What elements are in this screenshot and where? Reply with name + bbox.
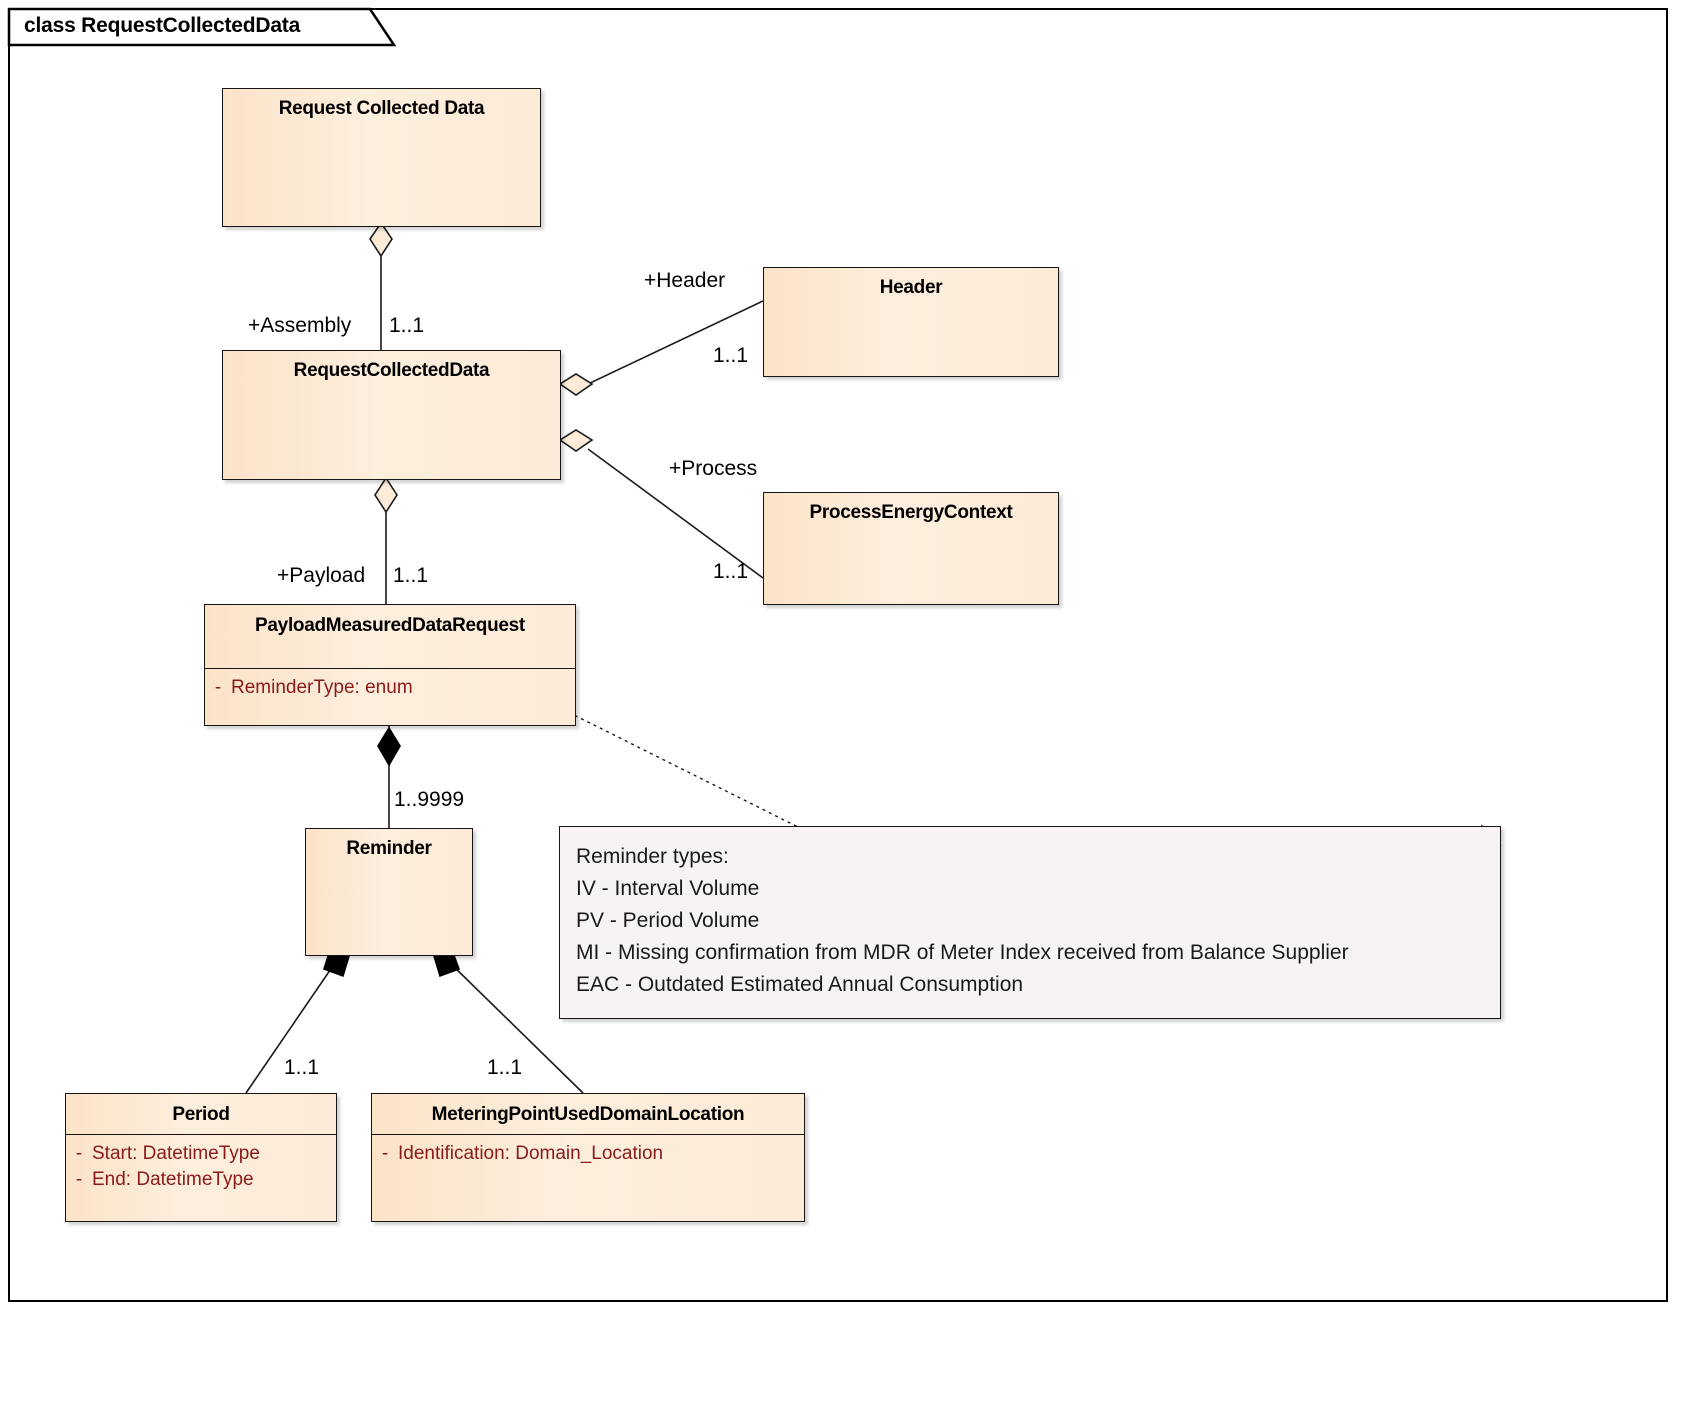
label-payload-multiplicity: 1..1 [393,564,429,587]
attributes-compartment: - ReminderType: enum [205,668,575,708]
note-line: IV - Interval Volume [576,877,760,900]
attribute-visibility: - [214,677,222,698]
class-metering-point-used-domain-location[interactable]: MeteringPointUsedDomainLocation - Identi… [371,1093,805,1222]
class-header[interactable]: Header [763,267,1059,377]
label-header-role: +Header [644,269,726,292]
note-line: PV - Period Volume [576,909,760,932]
note-line: Reminder types: [576,845,729,868]
attribute-row: - Identification: Domain_Location [372,1141,804,1167]
attribute-row: - End: DatetimeType [66,1167,336,1193]
label-mpudl-multiplicity: 1..1 [487,1056,523,1079]
note-reminder-types[interactable]: Reminder types: IV - Interval Volume PV … [559,826,1501,1019]
attribute-signature: Start: DatetimeType [92,1143,260,1164]
attribute-row: - Start: DatetimeType [66,1141,336,1167]
class-request-collected-data[interactable]: RequestCollectedData [222,350,561,480]
frame-title-label: class RequestCollectedData [24,14,301,37]
attribute-visibility: - [381,1143,389,1164]
class-title: MeteringPointUsedDomainLocation [431,1104,745,1125]
diagram-frame [8,8,1668,1302]
class-title: Request Collected Data [278,98,485,119]
note-line: EAC - Outdated Estimated Annual Consumpt… [576,973,1024,996]
label-payload-role: +Payload [277,564,366,587]
attributes-compartment: - Identification: Domain_Location [372,1134,804,1174]
attribute-visibility: - [75,1143,83,1164]
class-period[interactable]: Period - Start: DatetimeType - End: Date… [65,1093,337,1222]
class-title: ProcessEnergyContext [809,502,1013,523]
label-assembly-role: +Assembly [248,314,352,337]
attribute-signature: End: DatetimeType [92,1169,254,1190]
label-process-multiplicity: 1..1 [713,560,749,583]
label-process-role: +Process [669,457,758,480]
class-title: Reminder [346,838,432,859]
attributes-compartment: - Start: DatetimeType - End: DatetimeTyp… [66,1134,336,1200]
class-process-energy-context[interactable]: ProcessEnergyContext [763,492,1059,605]
note-body: Reminder types: IV - Interval Volume PV … [560,827,1500,1011]
note-line: MI - Missing confirmation from MDR of Me… [576,941,1349,964]
attribute-row: - ReminderType: enum [205,675,575,701]
class-title: Period [172,1104,230,1125]
label-header-multiplicity: 1..1 [713,344,749,367]
attribute-signature: ReminderType: enum [231,677,413,698]
class-title: Header [879,277,943,298]
class-reminder[interactable]: Reminder [305,828,473,956]
label-period-multiplicity: 1..1 [284,1056,320,1079]
class-title: PayloadMeasuredDataRequest [255,615,525,636]
attribute-visibility: - [75,1169,83,1190]
class-payload-measured-data-request[interactable]: PayloadMeasuredDataRequest - ReminderTyp… [204,604,576,726]
label-assembly-multiplicity: 1..1 [389,314,425,337]
class-request-collected-data-root[interactable]: Request Collected Data [222,88,541,227]
class-title: RequestCollectedData [293,360,490,381]
attribute-signature: Identification: Domain_Location [398,1143,664,1164]
label-reminder-multiplicity: 1..9999 [394,788,465,811]
